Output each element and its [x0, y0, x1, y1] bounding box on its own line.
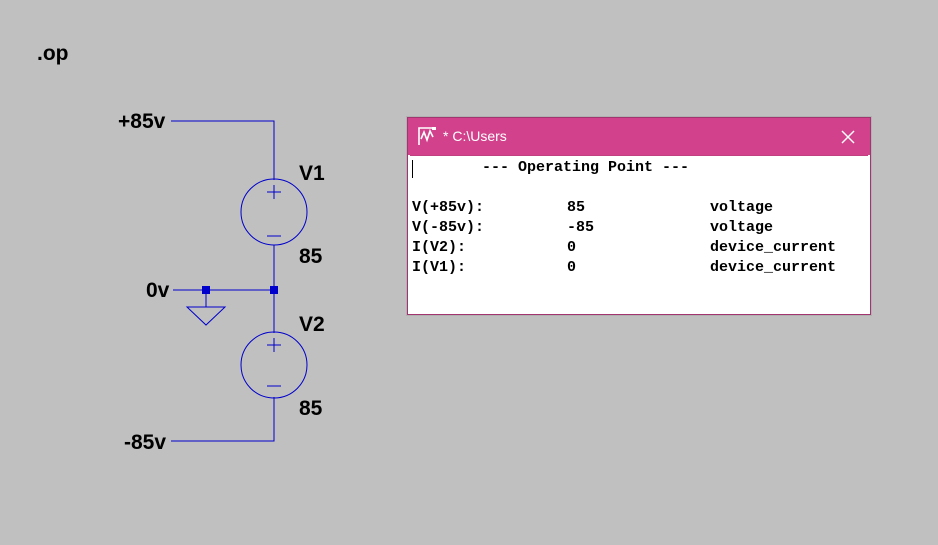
result-name: I(V1): — [412, 259, 467, 276]
result-value: 0 — [567, 239, 577, 256]
wire-top[interactable] — [171, 120, 275, 180]
wire-bottom[interactable] — [171, 397, 275, 442]
source-name-v1[interactable]: V1 — [299, 162, 325, 185]
source-value-v2[interactable]: 85 — [299, 397, 323, 420]
ltspice-waveform-icon — [416, 125, 438, 147]
result-row: I(V2): 0 device_current — [412, 239, 836, 259]
result-type: voltage — [710, 199, 774, 216]
source-value-v1[interactable]: 85 — [299, 245, 323, 268]
junction-ground — [202, 286, 210, 294]
junction-node — [270, 286, 278, 294]
voltage-source-v2-symbol[interactable] — [240, 331, 308, 399]
result-value: 0 — [567, 259, 577, 276]
operating-point-window[interactable]: * C:\Users --- Operating Point --- V(+85… — [407, 117, 871, 315]
close-button[interactable] — [826, 118, 870, 155]
operating-point-header: --- Operating Point --- — [482, 159, 690, 176]
window-title: * C:\Users — [443, 128, 507, 144]
voltage-source-v1[interactable] — [240, 178, 308, 246]
result-type: device_current — [710, 239, 837, 256]
result-row: V(-85v): -85 voltage — [412, 219, 773, 239]
ground-icon[interactable] — [185, 306, 227, 326]
result-name: V(-85v): — [412, 219, 485, 236]
operating-point-text[interactable]: --- Operating Point --- V(+85v): 85 volt… — [410, 155, 868, 312]
result-name: V(+85v): — [412, 199, 485, 216]
text-caret — [412, 160, 413, 178]
window-titlebar[interactable]: * C:\Users — [408, 118, 870, 155]
result-name: I(V2): — [412, 239, 467, 256]
voltage-source-v1-symbol[interactable] — [240, 178, 308, 246]
result-row: I(V1): 0 device_current — [412, 259, 836, 279]
net-label-plus85v[interactable]: +85v — [118, 110, 166, 133]
op-directive[interactable]: .op — [37, 42, 69, 65]
net-label-0v[interactable]: 0v — [146, 279, 170, 302]
voltage-source-v2[interactable] — [240, 331, 308, 399]
wires[interactable] — [171, 120, 275, 442]
close-icon — [841, 130, 855, 144]
source-name-v2[interactable]: V2 — [299, 313, 325, 336]
result-type: voltage — [710, 219, 774, 236]
result-value: 85 — [567, 199, 586, 216]
result-row: V(+85v): 85 voltage — [412, 199, 773, 219]
result-type: device_current — [710, 259, 837, 276]
net-label-minus85v[interactable]: -85v — [124, 431, 166, 454]
result-value: -85 — [567, 219, 595, 236]
